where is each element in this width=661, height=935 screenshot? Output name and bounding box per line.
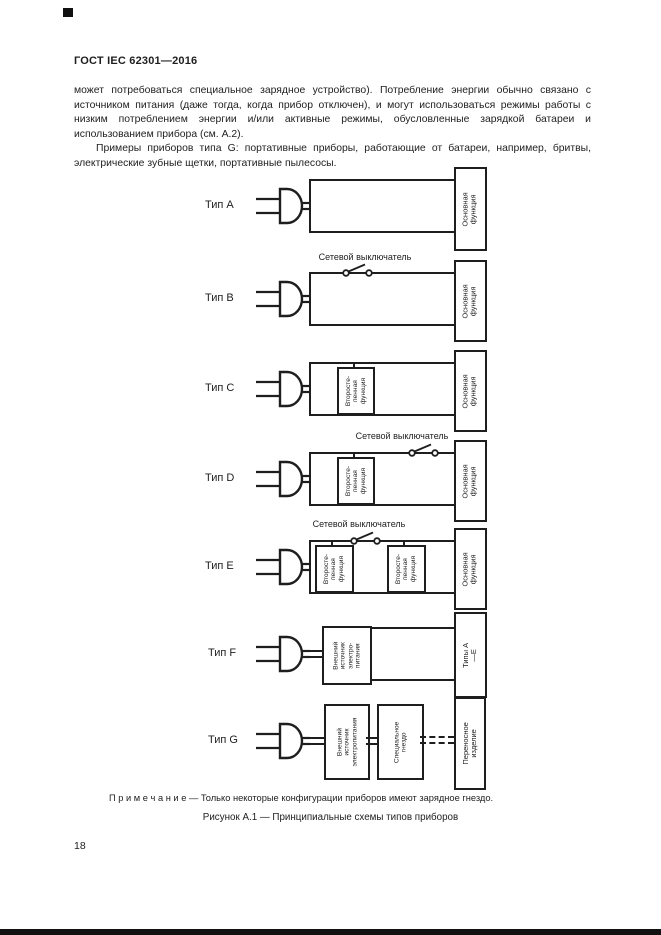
main-function-box: Основная функция (454, 350, 487, 432)
wire (309, 362, 311, 416)
mains-switch-label: Сетевой выключатель (318, 252, 412, 262)
scan-artifact-bottom-bar (0, 929, 661, 935)
secondary-function-label: Второсте- пенная функция (344, 465, 367, 497)
mains-switch-label: Сетевой выключатель (312, 519, 406, 529)
external-power-supply-label: Внешний источник электропитания (335, 717, 358, 767)
type-c-label: Тип C (205, 382, 235, 394)
document-header: ГОСТ IEC 62301—2016 (74, 55, 198, 67)
body-text: может потребоваться специальное зарядное… (74, 84, 591, 172)
wire (309, 592, 455, 594)
main-function-box: Основная функция (454, 528, 487, 610)
secondary-function-box: Второсте- пенная функция (387, 545, 426, 593)
plug-icon (256, 548, 310, 586)
wire (309, 179, 311, 233)
figure-caption: Рисунок А.1 — Принципиальные схемы типов… (202, 812, 459, 823)
wire (308, 737, 326, 739)
mains-switch-label: Сетевой выключатель (355, 431, 449, 441)
plug-icon (256, 460, 310, 498)
portable-product-label: Переносное изделие (460, 722, 479, 765)
main-function-label: Основная функция (461, 191, 479, 227)
paragraph-2: Примеры приборов типа G: портативные при… (74, 143, 591, 169)
dashed-wire (420, 736, 454, 738)
wire (309, 504, 455, 506)
wire (308, 656, 326, 658)
mains-switch-icon (342, 263, 373, 277)
external-power-supply-label: Внешний источник электро- питания (332, 641, 362, 670)
page-number: 18 (74, 840, 86, 852)
mains-switch-icon (350, 531, 381, 545)
types-a-e-box: Типы А—Е (454, 612, 487, 698)
wire (309, 179, 455, 181)
wire (309, 540, 455, 542)
wire (309, 414, 455, 416)
wire (360, 679, 455, 681)
secondary-function-label: Второсте- пенная функция (323, 553, 346, 585)
external-power-supply-box: Внешний источник электро- питания (322, 626, 372, 685)
special-socket-box: Специальное гнездо (377, 704, 424, 780)
wire (309, 452, 311, 506)
types-a-e-label: Типы А—Е (461, 642, 479, 668)
main-function-box: Основная функция (454, 260, 487, 342)
main-function-box: Основная функция (454, 167, 487, 251)
secondary-function-box: Второсте- пенная функция (315, 545, 354, 593)
type-f-label: Тип F (208, 647, 237, 659)
portable-product-box: Переносное изделие (454, 697, 486, 790)
paragraph-1: может потребоваться специальное зарядное… (74, 85, 591, 140)
wire (366, 737, 377, 739)
secondary-function-box: Второсте- пенная функция (337, 367, 375, 415)
main-function-label: Основная функция (461, 373, 479, 409)
wire (308, 650, 326, 652)
type-b-label: Тип B (205, 292, 234, 304)
external-power-supply-box: Внешний источник электропитания (324, 704, 370, 780)
special-socket-label: Специальное гнездо (393, 721, 408, 763)
mains-switch-icon (408, 443, 439, 457)
type-d-label: Тип D (205, 472, 235, 484)
main-function-label: Основная функция (461, 551, 479, 587)
type-a-label: Тип A (205, 199, 234, 211)
wire (309, 362, 455, 364)
wire (309, 231, 455, 233)
type-g-label: Тип G (208, 734, 238, 746)
plug-icon (256, 280, 310, 318)
wire (360, 627, 455, 629)
wire (309, 452, 455, 454)
type-e-label: Тип E (205, 560, 234, 572)
plug-icon (256, 187, 310, 225)
secondary-function-label: Второсте- пенная функция (395, 553, 418, 585)
plug-icon (256, 722, 310, 760)
wire (308, 743, 326, 745)
wire (309, 272, 311, 326)
main-function-box: Основная функция (454, 440, 487, 522)
wire (366, 743, 377, 745)
scan-artifact-top-left (63, 8, 73, 17)
figure-note: П р и м е ч а н и е — Только некоторые к… (109, 793, 494, 803)
plug-icon (256, 370, 310, 408)
main-function-label: Основная функция (461, 463, 479, 499)
wire (309, 272, 455, 274)
secondary-function-label: Второсте- пенная функция (344, 375, 367, 407)
main-function-label: Основная функция (461, 283, 479, 319)
wire (309, 324, 455, 326)
dashed-wire (420, 742, 454, 744)
plug-icon (256, 635, 310, 673)
wire (309, 540, 311, 594)
secondary-function-box: Второсте- пенная функция (337, 457, 375, 505)
